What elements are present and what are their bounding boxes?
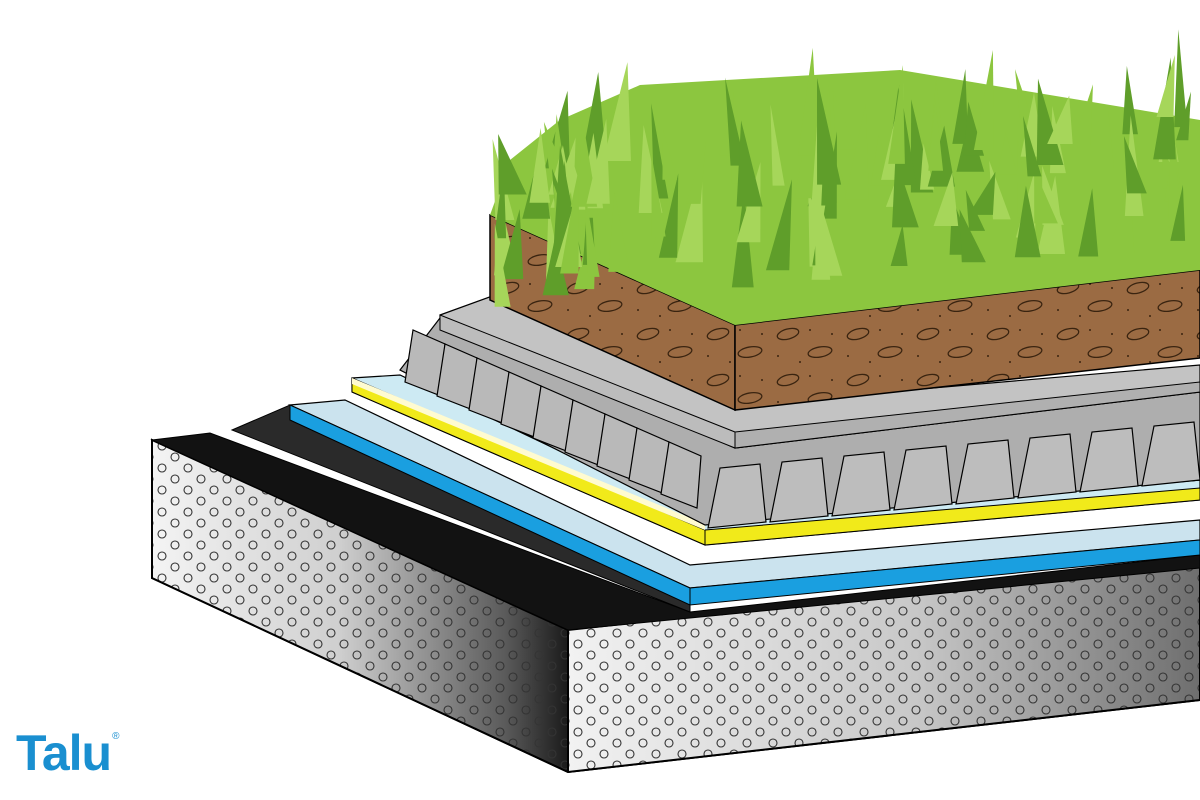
grass-blade: [500, 209, 524, 280]
grass-blade: [797, 47, 819, 156]
grass-blade: [1176, 91, 1191, 141]
grass-blade: [814, 184, 843, 276]
drainage-cup: [831, 451, 891, 517]
drainage-cup: [660, 441, 702, 509]
grass-blade: [973, 50, 994, 150]
grass-blade: [933, 172, 959, 227]
drainage-cup: [1079, 427, 1139, 493]
grass-blade: [1122, 65, 1138, 135]
grass-blade: [494, 223, 511, 307]
grass-blade: [736, 120, 763, 207]
grass-blade: [584, 190, 600, 277]
brand-name: Talu: [16, 725, 112, 781]
grass-blade: [1034, 169, 1058, 224]
grass-blade: [959, 209, 986, 263]
grass-blade: [816, 78, 842, 185]
grass-blade: [1023, 115, 1042, 177]
grass-blade: [1108, 111, 1130, 169]
drainage-cup: [1017, 433, 1077, 499]
root-barrier-layer: [287, 399, 1200, 606]
grass-blade: [603, 62, 631, 162]
grass-blade: [1170, 184, 1186, 241]
grass-blade: [662, 129, 678, 180]
vegetation-layer: [490, 29, 1200, 325]
grass-blade: [529, 128, 551, 203]
grass-blade: [1047, 95, 1073, 144]
drainage-cup: [893, 445, 953, 511]
grass-blade: [560, 168, 580, 274]
grass-blade: [686, 141, 706, 204]
registered-mark: ®: [112, 731, 119, 742]
grass-blade: [658, 173, 679, 258]
grass-blade: [770, 104, 785, 186]
drainage-cup: [707, 463, 767, 529]
grass-blade: [1071, 84, 1093, 149]
grass-blade: [928, 99, 944, 171]
grass-blade: [832, 90, 856, 150]
grass-blade: [885, 154, 906, 207]
drainage-cup: [1141, 421, 1200, 487]
grass-blade: [1156, 54, 1175, 118]
drainage-cup: [769, 457, 829, 523]
grass-blade: [989, 160, 1011, 220]
grass-blade: [844, 103, 870, 200]
grass-blade: [498, 133, 527, 195]
grass-blade: [968, 171, 996, 215]
grass-blade: [1123, 136, 1147, 194]
grass-blade: [1014, 185, 1041, 258]
grass-blade: [608, 191, 630, 272]
grass-blade: [835, 172, 852, 222]
drainage-cup: [955, 439, 1015, 505]
grass-blade: [890, 224, 908, 266]
grass-blade: [1078, 188, 1099, 257]
grass-blade: [651, 153, 666, 237]
grass-blade: [888, 65, 905, 164]
grass-blade: [1174, 29, 1188, 128]
grass-blade: [586, 118, 610, 204]
grass-blade: [952, 69, 969, 144]
waterproofing-layer: [150, 404, 1200, 631]
protection-mat-layer: [351, 374, 1200, 546]
grass-blade: [580, 72, 607, 165]
grass-blade: [997, 132, 1018, 175]
brand-logo: Talu®: [16, 725, 120, 781]
grass-blade: [765, 179, 792, 271]
